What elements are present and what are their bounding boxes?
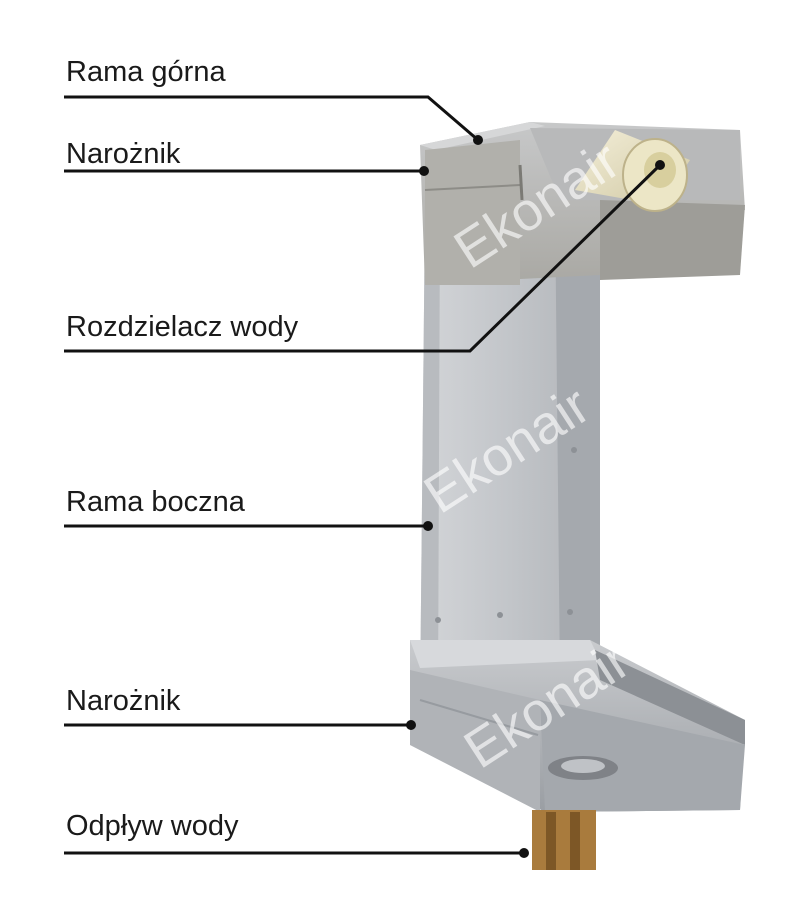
dot-rama-boczna: [423, 521, 433, 531]
leader-line-rama-gorna: [64, 95, 479, 142]
dot-naroznik-bottom: [406, 720, 416, 730]
label-odplyw-wody: Odpływ wody: [66, 810, 239, 842]
label-rozdzielacz-wody: Rozdzielacz wody: [66, 311, 299, 343]
leader-dots: [406, 135, 665, 858]
label-naroznik-top: Narożnik: [66, 138, 181, 170]
bottom-frame: [410, 640, 745, 812]
dot-rama-gorna: [473, 135, 483, 145]
label-rama-gorna: Rama górna: [66, 56, 226, 88]
dot-odplyw: [519, 848, 529, 858]
water-distributor-pipe: [575, 130, 690, 212]
side-frame: [420, 205, 600, 700]
label-naroznik-bottom: Narożnik: [66, 685, 181, 717]
dot-rozdzielacz: [655, 160, 665, 170]
drain-outlet: [532, 810, 596, 870]
label-rama-boczna: Rama boczna: [66, 486, 245, 518]
leader-line-rozdzielacz: [64, 163, 662, 353]
leader-lines: [64, 95, 662, 855]
dot-naroznik-top: [419, 166, 429, 176]
